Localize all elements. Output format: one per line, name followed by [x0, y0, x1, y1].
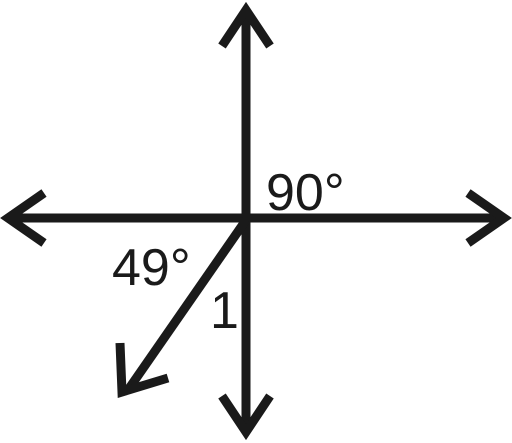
arrowhead-diagonal [115, 342, 170, 398]
arrowhead-up [218, 1, 274, 49]
arrowhead-down [218, 393, 274, 441]
unknown-angle-label: 1 [210, 282, 239, 340]
acute-angle-label: 49° [112, 239, 191, 297]
diagonal-ray [115, 217, 250, 398]
right-angle-label: 90° [266, 164, 345, 222]
arrowhead-left [0, 189, 47, 247]
arrowhead-right [465, 189, 512, 247]
horizontal-line [0, 189, 512, 247]
